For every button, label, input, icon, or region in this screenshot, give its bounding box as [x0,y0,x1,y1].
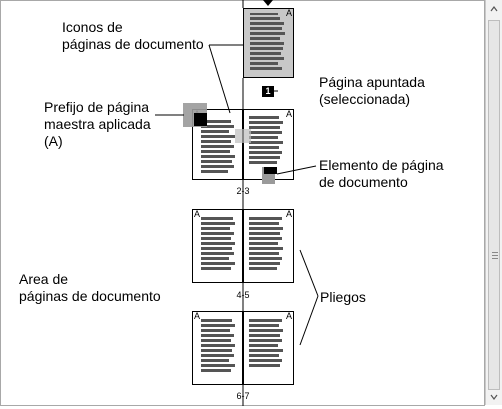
spread-page-right[interactable]: A [243,209,294,283]
master-prefix: A [286,8,293,18]
chevron-down-icon [490,394,498,400]
label-apuntada: Página apuntada(seleccionada) [319,74,425,107]
master-prefix: A [286,311,293,321]
top-triangle-icon [263,0,273,6]
scroll-down-button[interactable] [487,390,501,404]
document-page-icon[interactable]: A [243,8,294,78]
target-page-badge: 1 [262,86,274,97]
element-highlight-inner [264,167,277,174]
master-prefix: A [194,209,201,219]
spread-page-left[interactable]: A [192,209,243,283]
chevron-up-icon [490,6,498,12]
scroll-thumb[interactable] [488,20,500,390]
master-prefix: A [286,209,293,219]
master-prefix: A [194,311,201,321]
master-prefix-highlight-inner [194,113,207,126]
label-pliegos: Pliegos [320,289,366,305]
callout-lines [155,0,319,406]
vertical-scrollbar[interactable] [485,0,502,405]
scroll-up-button[interactable] [487,2,501,16]
master-prefix: A [286,109,293,119]
page-icon-highlight [235,129,251,143]
spread-page-right[interactable]: A [243,311,294,385]
spread-page-left[interactable]: A [192,311,243,385]
